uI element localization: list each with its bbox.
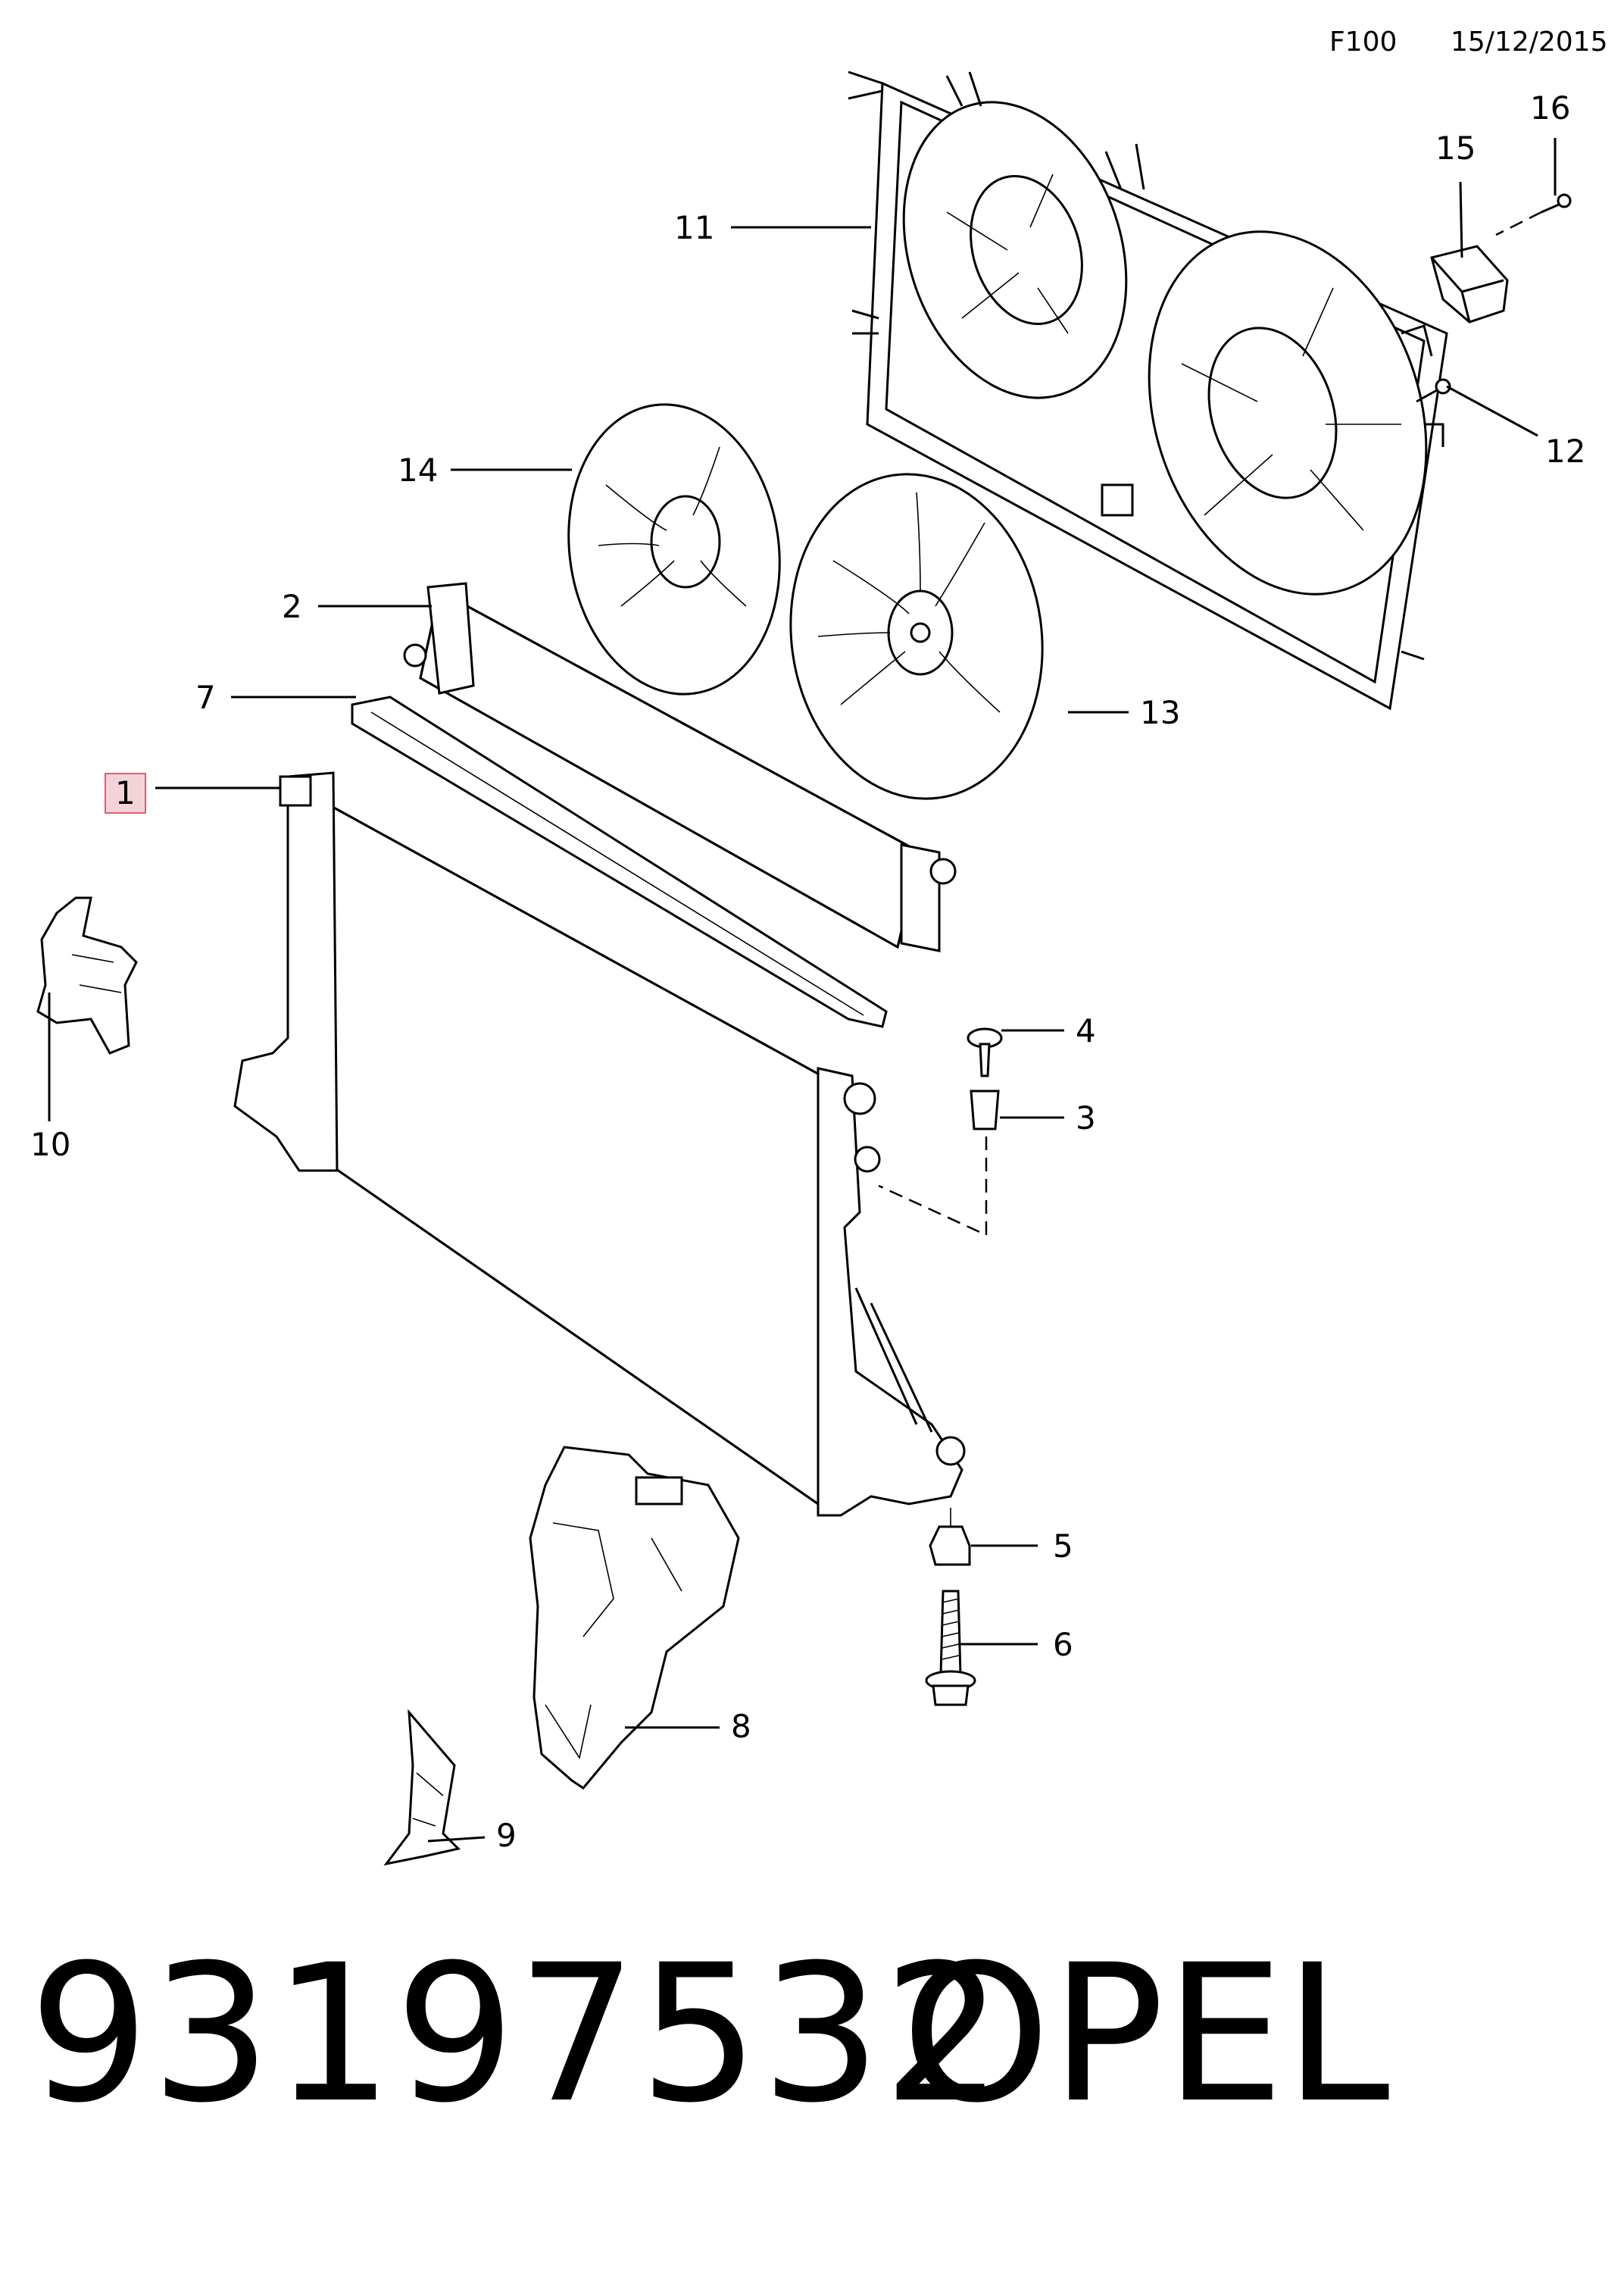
callout-8[interactable]: 8 [731, 1708, 751, 1745]
part-number: 93197532 [29, 1924, 1005, 2144]
air-guide-8 [529, 1446, 740, 1790]
callout-4[interactable]: 4 [1076, 1012, 1096, 1049]
callout-3[interactable]: 3 [1076, 1099, 1096, 1136]
callout-11[interactable]: 11 [674, 209, 715, 246]
callout-6[interactable]: 6 [1053, 1626, 1073, 1663]
deflector-9 [383, 1709, 461, 1866]
fan-14 [567, 403, 781, 696]
leader-lines [48, 138, 1557, 1843]
bolt-6 [925, 1590, 976, 1706]
diagram-date: 15/12/2015 [1451, 27, 1608, 58]
callout-14[interactable]: 14 [398, 452, 439, 489]
bracket-10 [36, 896, 138, 1055]
callout-7[interactable]: 7 [195, 679, 216, 716]
fan-13 [789, 473, 1044, 800]
radiator-2 [403, 582, 957, 952]
brand-name: OPEL [901, 1924, 1390, 2144]
callout-9[interactable]: 9 [496, 1817, 517, 1854]
callout-10[interactable]: 10 [30, 1126, 71, 1163]
callout-12[interactable]: 12 [1545, 433, 1586, 470]
screw-16 [1495, 193, 1572, 236]
callout-13[interactable]: 13 [1140, 694, 1181, 731]
nut-5 [929, 1508, 971, 1566]
clip-3 [878, 1090, 1000, 1237]
callout-2[interactable]: 2 [282, 588, 302, 625]
callout-5[interactable]: 5 [1053, 1527, 1073, 1565]
callout-16[interactable]: 16 [1530, 89, 1571, 127]
callout-1[interactable]: 1 [105, 773, 146, 814]
figure-code: F100 [1329, 27, 1398, 58]
screw-12 [1416, 378, 1451, 403]
fan-shroud-11 [848, 70, 1448, 711]
radiator-1 [233, 771, 966, 1517]
resistor-15 [1430, 245, 1509, 324]
screw-4 [967, 1027, 1003, 1077]
seal-strip-7 [351, 696, 888, 1028]
callout-15[interactable]: 15 [1435, 130, 1476, 167]
